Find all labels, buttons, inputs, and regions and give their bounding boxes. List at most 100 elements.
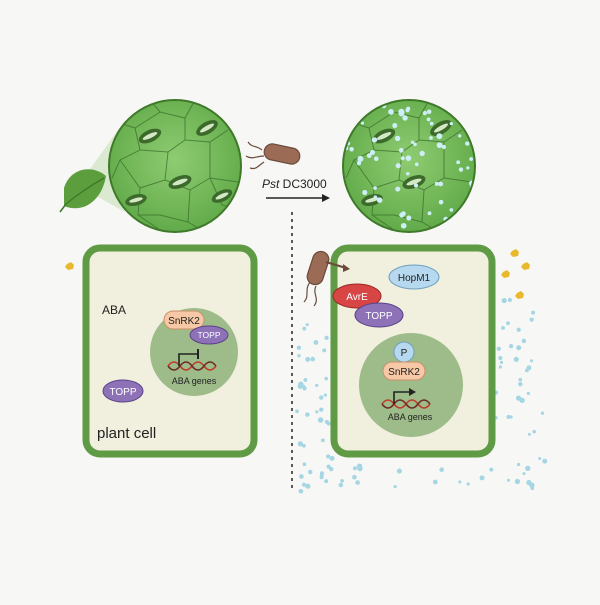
water-droplet [320, 473, 324, 477]
water-droplet [298, 488, 304, 494]
svg-text:TOPP: TOPP [365, 311, 392, 322]
water-droplet [513, 356, 519, 362]
water-droplet [357, 465, 363, 472]
water-droplet [360, 121, 365, 125]
leaf-icon [59, 169, 106, 213]
bacterium-icon [303, 250, 350, 307]
water-droplet [353, 102, 358, 108]
water-droplet [296, 345, 302, 350]
water-droplet [496, 346, 501, 351]
water-droplet [405, 155, 412, 161]
water-droplet [348, 219, 355, 226]
water-droplet [441, 144, 447, 150]
water-droplet [343, 196, 349, 202]
water-droplet [352, 474, 357, 480]
stomata-group [125, 120, 233, 207]
water-droplet [388, 109, 394, 115]
water-droplet [489, 467, 494, 472]
water-droplet [456, 160, 461, 165]
water-droplet [521, 338, 527, 344]
water-droplet [507, 297, 512, 303]
water-droplets-apoplast [295, 297, 548, 494]
water-droplet [295, 409, 299, 414]
water-droplet [529, 482, 535, 488]
water-droplet [434, 181, 439, 186]
water-droplet [466, 217, 472, 224]
water-droplet [356, 161, 362, 166]
water-droplet [429, 136, 433, 140]
dna-activated [381, 388, 431, 409]
water-droplet [322, 348, 327, 353]
water-droplet [323, 393, 327, 397]
water-droplet [329, 455, 335, 461]
water-droplet [540, 411, 545, 415]
water-droplet [324, 479, 329, 484]
water-droplet [436, 142, 443, 149]
svg-text:AvrE: AvrE [346, 292, 368, 303]
water-droplet [526, 391, 531, 395]
water-droplet [326, 454, 331, 459]
pathogen-label: Pst DC3000 [262, 177, 327, 191]
water-droplet [438, 181, 444, 187]
water-droplet [542, 458, 548, 464]
water-droplet [392, 123, 398, 129]
water-droplet [326, 421, 331, 426]
water-droplet [303, 378, 308, 382]
water-droplet [357, 155, 364, 162]
topp-protein-cytoplasm: TOPP [102, 379, 144, 403]
water-droplet [329, 466, 334, 472]
water-droplet [429, 121, 434, 126]
arrow-right-icon [266, 194, 330, 202]
water-droplet [506, 321, 510, 326]
water-droplet [506, 478, 511, 482]
water-droplet [506, 414, 511, 419]
water-droplet [355, 480, 360, 485]
water-droplet [508, 343, 514, 349]
water-droplet [498, 365, 502, 369]
water-droplet [413, 183, 419, 188]
water-droplet [338, 482, 344, 488]
stomata-group [361, 120, 452, 207]
water-droplet [426, 109, 432, 115]
svg-text:TOPP: TOPP [198, 330, 221, 340]
water-droplet [438, 199, 444, 205]
water-droplet [405, 108, 410, 113]
water-droplet [458, 480, 462, 484]
svg-text:TOPP: TOPP [109, 387, 136, 398]
water-droplet [313, 339, 319, 345]
water-droplet [427, 211, 432, 216]
water-droplet [406, 215, 412, 221]
water-droplet [371, 137, 378, 143]
water-droplet [319, 407, 324, 412]
water-droplet [432, 479, 438, 485]
water-droplet [349, 146, 354, 152]
water-droplet [398, 147, 404, 153]
water-droplet [376, 197, 383, 203]
water-droplet [301, 482, 307, 487]
water-droplet [373, 186, 377, 190]
water-droplet [422, 110, 428, 116]
arrow-right-icon [409, 388, 416, 396]
water-droplet [315, 410, 319, 414]
water-droplet [514, 478, 521, 485]
water-droplet [394, 135, 401, 142]
topp-protein-infected: TOPP [354, 302, 404, 328]
water-droplet [449, 121, 453, 126]
phospho-group: P [393, 341, 415, 363]
water-droplet [298, 381, 304, 387]
water-droplet [531, 310, 536, 315]
water-droplet [299, 474, 304, 479]
water-droplet [315, 383, 319, 387]
water-droplet [516, 327, 521, 332]
water-droplet [439, 467, 444, 473]
water-droplet [310, 356, 316, 362]
water-droplet [400, 156, 405, 161]
water-droplet [307, 469, 313, 475]
water-droplet [458, 167, 464, 172]
water-droplet [352, 466, 357, 471]
water-droplet [400, 222, 407, 229]
svg-text:SnRK2: SnRK2 [168, 316, 200, 327]
plant-cell-label: plant cell [97, 425, 156, 442]
water-droplet [518, 381, 523, 387]
